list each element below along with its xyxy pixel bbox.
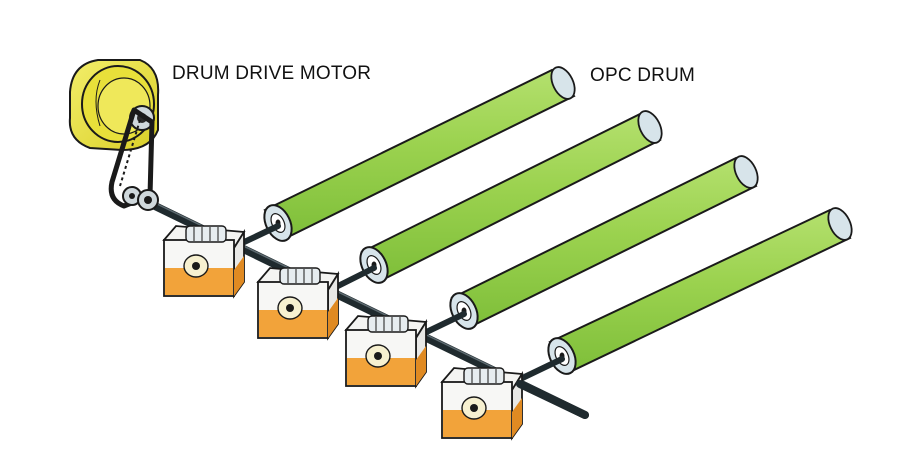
drum-drive-motor xyxy=(68,59,160,152)
opc-drum xyxy=(237,66,576,247)
gearbox xyxy=(162,225,246,299)
drive-pulley xyxy=(137,189,159,211)
gearbox xyxy=(440,367,524,441)
gearbox xyxy=(344,315,428,389)
shaft-end xyxy=(516,380,589,419)
opc-drum xyxy=(507,207,853,387)
gearbox xyxy=(256,267,340,341)
drum-drive-motor-label: DRUM DRIVE MOTOR xyxy=(172,63,372,84)
opc-drum-label: OPC DRUM xyxy=(590,65,696,86)
opc-drum xyxy=(411,155,759,341)
